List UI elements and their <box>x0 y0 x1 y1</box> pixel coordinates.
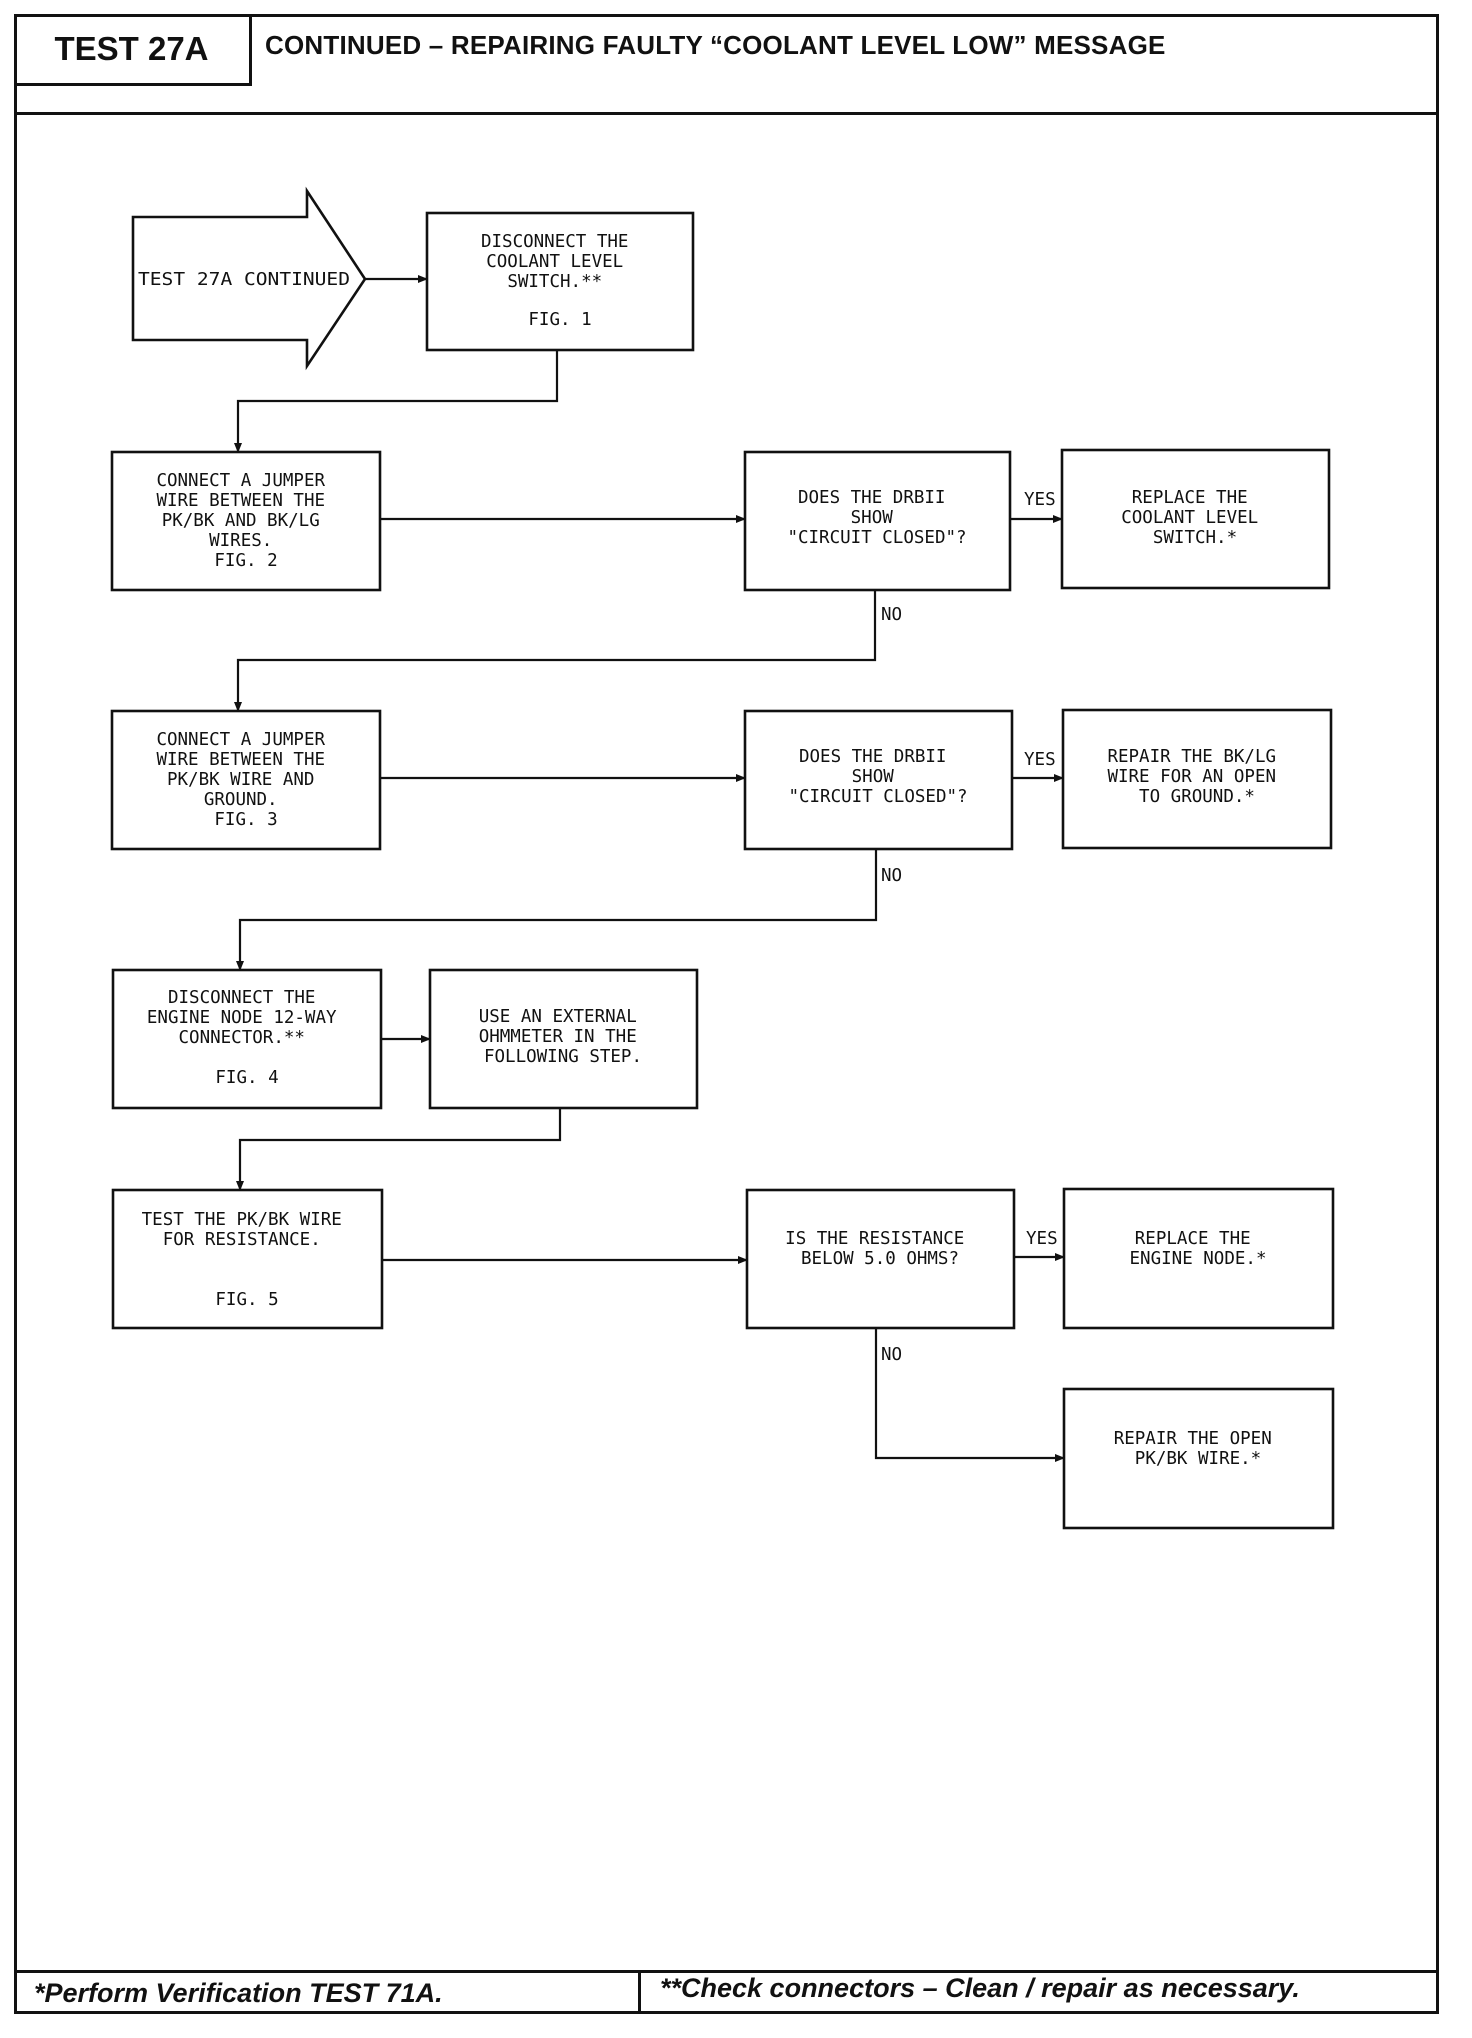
header-divider <box>14 112 1439 115</box>
text-line: CONNECT A JUMPER <box>156 471 325 491</box>
svg-text:REPLACE THE COOLANT LE: REPLACE THE COOLANT LEVEL SWITCH.* <box>1121 488 1269 548</box>
use-ohmmeter-text: USE AN EXTERNAL OHMMETER IN THE FOLLOWIN… <box>479 1007 648 1067</box>
yes-label-3: YES <box>1026 1229 1058 1249</box>
text-line: USE AN EXTERNAL <box>479 1007 637 1027</box>
svg-text:TEST THE PK/BK WIRE FO: TEST THE PK/BK WIRE FOR RESISTANCE. FIG.… <box>142 1210 353 1310</box>
yes-label-2: YES <box>1024 750 1056 770</box>
decision-drb-q2 <box>743 709 1014 851</box>
test-resistance-text: TEST THE PK/BK WIRE FOR RESISTANCE. FIG.… <box>142 1210 353 1310</box>
start-arrow-label: TEST 27A CONTINUED <box>138 270 350 290</box>
resistance-q-text: IS THE RESISTANCE BELOW 5.0 OHMS? <box>785 1229 975 1269</box>
repair-bk-lg-text: REPAIR THE BK/LG WIRE FOR AN OPEN TO GRO… <box>1107 747 1286 807</box>
text-line: REPAIR THE OPEN <box>1114 1429 1272 1449</box>
footer-note-verification: *Perform Verification TEST 71A. <box>34 1978 443 2008</box>
text-line: TEST THE PK/BK WIRE <box>142 1210 342 1230</box>
svg-text:DOES THE DRBII SHOW: DOES THE DRBII SHOW "CIRCUIT CLOSED"? <box>787 488 966 548</box>
svg-text:REPAIR THE BK/LG WIRE: REPAIR THE BK/LG WIRE FOR AN OPEN TO GRO… <box>1107 747 1286 807</box>
repair-open-text: REPAIR THE OPEN PK/BK WIRE.* <box>1114 1429 1283 1469</box>
text-line: WIRES. <box>209 531 272 551</box>
text-line: SWITCH.** <box>507 272 602 292</box>
text-line: FIG. 4 <box>215 1068 278 1088</box>
text-line: DISCONNECT THE <box>481 232 629 252</box>
svg-text:DOES THE DRBII SHOW: DOES THE DRBII SHOW "CIRCUIT CLOSED"? <box>788 747 967 807</box>
svg-text:REPLACE THE ENGINE NOD: REPLACE THE ENGINE NODE.* <box>1130 1229 1267 1269</box>
page-title: CONTINUED – REPAIRING FAULTY “COOLANT LE… <box>265 30 1166 60</box>
text-line: CONNECT A JUMPER <box>156 730 325 750</box>
text-line: SHOW <box>852 767 895 787</box>
text-line: "CIRCUIT CLOSED"? <box>787 528 966 548</box>
box-repair-open <box>1062 1387 1335 1530</box>
svg-text:DISCONNECT THE COOLANT: DISCONNECT THE COOLANT LEVEL SWITCH.** F… <box>481 232 639 330</box>
text-line: FIG. 3 <box>214 810 277 830</box>
text-line: FOLLOWING STEP. <box>484 1047 642 1067</box>
text-line: COOLANT LEVEL <box>486 252 623 272</box>
text-line: BELOW 5.0 OHMS? <box>801 1249 959 1269</box>
drb-q2-text: DOES THE DRBII SHOW "CIRCUIT CLOSED"? <box>788 747 967 807</box>
box-repair-bk-lg <box>1061 708 1333 850</box>
text-line: FOR RESISTANCE. <box>163 1230 321 1250</box>
text-line: DOES THE DRBII <box>798 488 946 508</box>
svg-text:DISCONNECT THE ENGINE: DISCONNECT THE ENGINE NODE 12-WAY CONNEC… <box>147 988 347 1088</box>
text-line: IS THE RESISTANCE <box>785 1229 964 1249</box>
start-arrow: TEST 27A CONTINUED <box>131 186 367 371</box>
text-line: ENGINE NODE 12-WAY <box>147 1008 337 1028</box>
disconnect-node-text: DISCONNECT THE ENGINE NODE 12-WAY CONNEC… <box>147 988 347 1088</box>
text-line: REPAIR THE BK/LG <box>1107 747 1276 767</box>
box-test-resistance <box>111 1188 384 1330</box>
box-disconnect-node <box>111 968 383 1110</box>
no-label-3: NO <box>881 1345 902 1365</box>
text-line: REPLACE THE <box>1132 488 1248 508</box>
drb-q1-text: DOES THE DRBII SHOW "CIRCUIT CLOSED"? <box>787 488 966 548</box>
decision-resistance <box>745 1188 1016 1330</box>
box-jumper-ground <box>110 709 382 851</box>
text-line: WIRE BETWEEN THE <box>156 491 325 511</box>
text-line: COOLANT LEVEL <box>1121 508 1258 528</box>
jumper-ground-text: CONNECT A JUMPER WIRE BETWEEN THE PK/BK … <box>156 730 335 830</box>
jumper-pk-bk-lg-text: CONNECT A JUMPER WIRE BETWEEN THE PK/BK … <box>156 471 335 571</box>
text-line: "CIRCUIT CLOSED"? <box>788 787 967 807</box>
disconnect-switch-text: DISCONNECT THE COOLANT LEVEL SWITCH.** F… <box>481 232 639 330</box>
connectors <box>234 275 1065 1462</box>
text-line: WIRE FOR AN OPEN <box>1107 767 1276 787</box>
box-use-ohmmeter <box>428 968 699 1110</box>
replace-node-text: REPLACE THE ENGINE NODE.* <box>1130 1229 1267 1269</box>
text-line: DISCONNECT THE <box>168 988 316 1008</box>
text-line: SWITCH.* <box>1153 528 1237 548</box>
text-line: PK/BK AND BK/LG <box>162 511 320 531</box>
text-line: TO GROUND.* <box>1139 787 1255 807</box>
box-disconnect-switch <box>425 211 695 352</box>
text-line: FIG. 5 <box>215 1290 278 1310</box>
svg-text:IS THE RESISTANCE BELO: IS THE RESISTANCE BELOW 5.0 OHMS? <box>785 1229 975 1269</box>
text-line: FIG. 2 <box>214 551 277 571</box>
yes-label-1: YES <box>1024 490 1056 510</box>
text-line: FIG. 1 <box>528 310 591 330</box>
text-line: OHMMETER IN THE <box>479 1027 637 1047</box>
footer-divider <box>14 1970 1439 1973</box>
text-line: REPLACE THE <box>1135 1229 1251 1249</box>
footer-note-connectors: **Check connectors – Clean / repair as n… <box>660 1973 1300 2003</box>
text-line: PK/BK WIRE.* <box>1135 1449 1261 1469</box>
text-line: WIRE BETWEEN THE <box>156 750 325 770</box>
svg-text:CONNECT A JUMPER WIRE: CONNECT A JUMPER WIRE BETWEEN THE PK/BK … <box>156 471 335 571</box>
text-line: ENGINE NODE.* <box>1130 1249 1267 1269</box>
no-label-1: NO <box>881 605 902 625</box>
text-line: CONNECTOR.** <box>179 1028 305 1048</box>
text-line: SHOW <box>851 508 894 528</box>
box-replace-node <box>1062 1187 1335 1330</box>
text-line: GROUND. <box>204 790 278 810</box>
footer-column-divider <box>638 1970 641 2014</box>
text-line: PK/BK WIRE AND <box>167 770 315 790</box>
no-label-2: NO <box>881 866 902 886</box>
text-line: DOES THE DRBII <box>799 747 947 767</box>
test-number: TEST 27A <box>14 14 252 86</box>
page-frame <box>14 14 1439 2014</box>
svg-text:USE AN EXTERNAL OHMMET: USE AN EXTERNAL OHMMETER IN THE FOLLOWIN… <box>479 1007 648 1067</box>
box-jumper-pk-bk-lg <box>110 450 382 592</box>
svg-text:CONNECT A JUMPER WIRE: CONNECT A JUMPER WIRE BETWEEN THE PK/BK … <box>156 730 335 830</box>
replace-switch-text: REPLACE THE COOLANT LEVEL SWITCH.* <box>1121 488 1269 548</box>
svg-text:REPAIR THE OPEN PK/BK: REPAIR THE OPEN PK/BK WIRE.* <box>1114 1429 1283 1469</box>
